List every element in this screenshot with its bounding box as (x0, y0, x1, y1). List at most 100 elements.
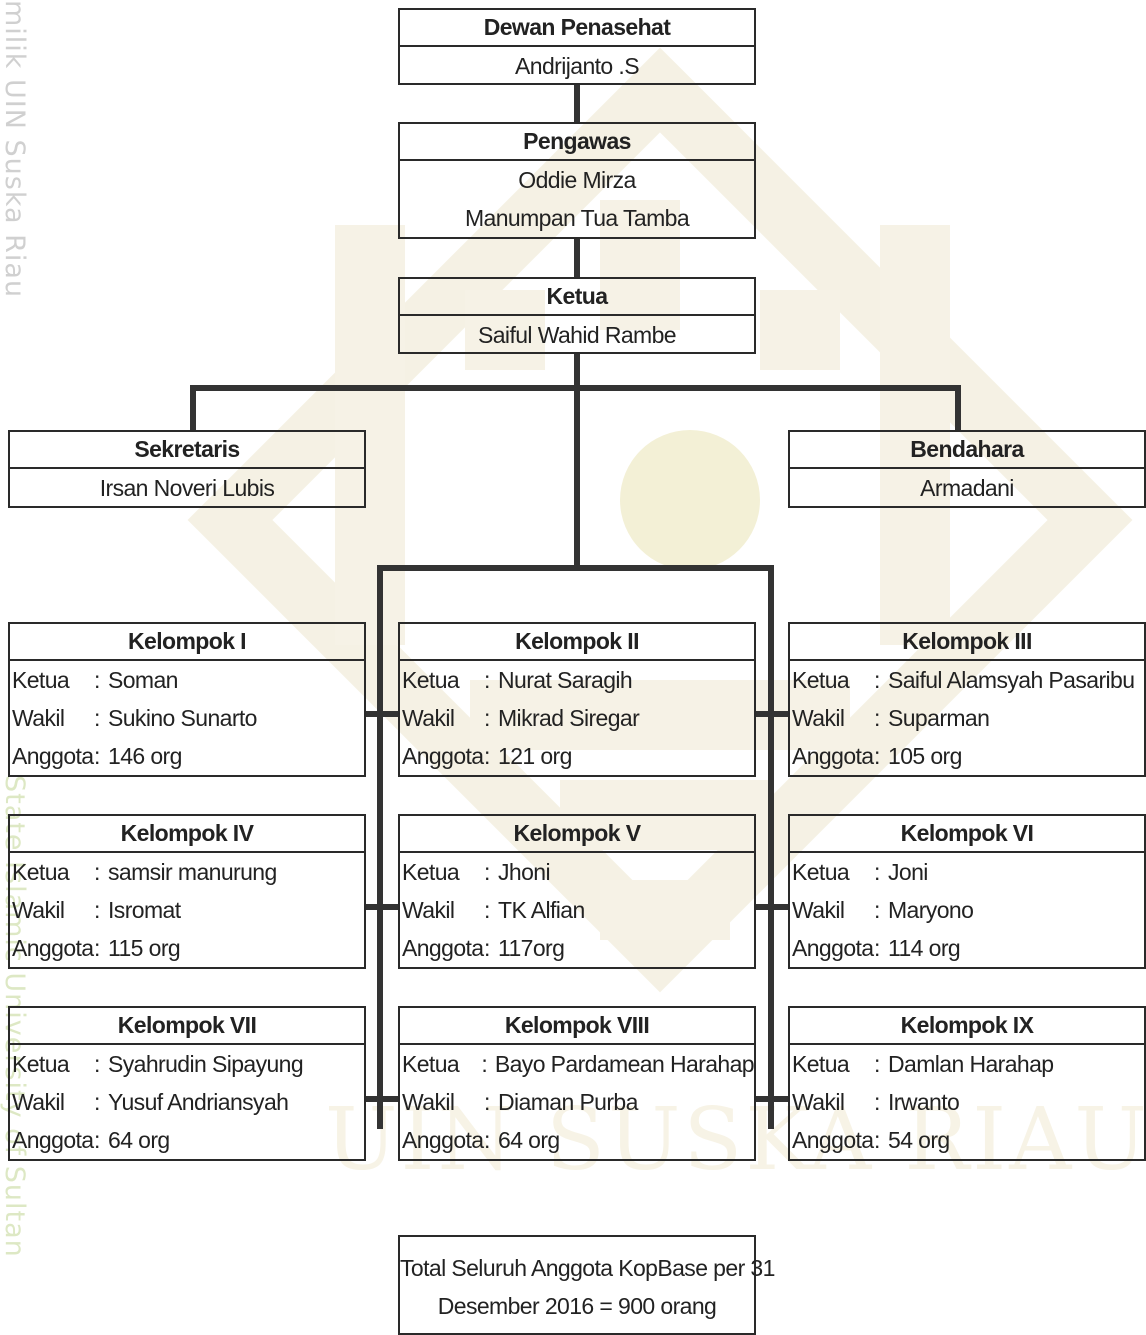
group-colon: : (874, 859, 880, 885)
group-ketua-label: Ketua (402, 1051, 460, 1077)
group-row-ketua: Ketua:Damlan Harahap (790, 1045, 1144, 1083)
group-anggota-label: Anggota (402, 743, 484, 769)
group-colon: : (484, 743, 490, 769)
group-colon: : (94, 705, 100, 731)
group-ketua-label: Ketua (792, 859, 850, 885)
group-anggota-label: Anggota (12, 743, 94, 769)
group-wakil-label: Wakil (402, 897, 455, 923)
group-colon: : (874, 897, 880, 923)
group-ketua-label: Ketua (12, 859, 70, 885)
treasurer-box: Bendahara Armadani (788, 430, 1146, 508)
supervisor-title: Pengawas (400, 124, 754, 161)
group-anggota-value: 64 org (108, 1127, 170, 1153)
group-row-wakil: Wakil: Diaman Purba (400, 1083, 754, 1121)
group-colon: : (94, 859, 100, 885)
group-anggota-value: 105 org (888, 743, 962, 769)
group-wakil-value: Mikrad Siregar (498, 705, 640, 731)
group-title: Kelompok IX (790, 1008, 1144, 1045)
group-title: Kelompok VIII (400, 1008, 754, 1045)
group-row-anggota: Anggota:105 org (790, 737, 1144, 775)
group-colon: : (874, 1127, 880, 1153)
group-anggota-value: 117org (498, 935, 565, 961)
secretary-title: Sekretaris (10, 432, 364, 469)
group-wakil-label: Wakil (402, 705, 455, 731)
group-wakil-label: Wakil (792, 705, 845, 731)
group-ketua-value: Bayo Pardamean Harahap (494, 1051, 755, 1077)
watermark-bottom-text: UIN SUSKA RIAU (325, 1090, 1146, 1190)
group-row-wakil: Wakil: Suparman (790, 699, 1144, 737)
group-ketua-label: Ketua (792, 667, 850, 693)
group-wakil-label: Wakil (792, 1089, 845, 1115)
group-row-anggota: Anggota:115 org (10, 929, 364, 967)
group-row-anggota: Anggota:114 org (790, 929, 1144, 967)
group-row-ketua: Ketua:Nurat Saragih (400, 661, 754, 699)
group-row-ketua: Ketua:samsir manurung (10, 853, 364, 891)
group-wakil-label: Wakil (12, 1089, 65, 1115)
group-row-ketua: Ketua:Jhoni (400, 853, 754, 891)
group-anggota-label: Anggota (792, 1127, 874, 1153)
advisor-box: Dewan Penasehat Andrijanto .S (398, 8, 756, 85)
group-wakil-label: Wakil (402, 1089, 455, 1115)
group-colon: : (484, 897, 490, 923)
group-row-anggota: Anggota:121 org (400, 737, 754, 775)
watermark-side-text-top: milik UIN Suska Riau (0, 0, 30, 299)
advisor-title: Dewan Penasehat (400, 10, 754, 47)
group-row-anggota: Anggota:64 org (10, 1121, 364, 1159)
group-wakil-value: Sukino Sunarto (108, 705, 257, 731)
group-wakil-value: Suparman (888, 705, 990, 731)
group-colon: : (94, 935, 100, 961)
group-colon: : (484, 935, 490, 961)
group-row-ketua: Ketua:Soman (10, 661, 364, 699)
total-members-box: Total Seluruh Anggota KopBase per 31 Des… (398, 1235, 775, 1335)
chair-box: Ketua Saiful Wahid Rambe (398, 277, 756, 354)
group-ketua-value: Soman (108, 667, 178, 693)
group-colon: : (94, 1127, 100, 1153)
group-wakil-value: Irwanto (888, 1089, 960, 1115)
group-title: Kelompok I (10, 624, 364, 661)
group-wakil-label: Wakil (12, 897, 65, 923)
group-colon: : (874, 667, 880, 693)
group-anggota-label: Anggota (402, 1127, 484, 1153)
group-colon: : (874, 935, 880, 961)
group-anggota-value: 121 org (498, 743, 572, 769)
advisor-name: Andrijanto .S (515, 53, 639, 79)
supervisor-name-1: Oddie Mirza (518, 167, 636, 193)
group-title: Kelompok V (400, 816, 754, 853)
group-ketua-label: Ketua (12, 667, 70, 693)
group-anggota-value: 146 org (108, 743, 182, 769)
group-row-wakil: Wakil:Isromat (10, 891, 364, 929)
group-anggota-label: Anggota (12, 1127, 94, 1153)
group-colon: : (874, 1089, 880, 1115)
group-wakil-value: Diaman Purba (498, 1089, 638, 1115)
group-anggota-value: 115 org (108, 935, 181, 961)
group-row-anggota: Anggota:146 org (10, 737, 364, 775)
group-anggota-value: 114 org (888, 935, 961, 961)
group-row-anggota: Anggota:117org (400, 929, 754, 967)
treasurer-title: Bendahara (790, 432, 1144, 469)
group-anggota-label: Anggota (402, 935, 484, 961)
secretary-name: Irsan Noveri Lubis (99, 475, 275, 501)
group-row-ketua: Ketua:Bayo Pardamean Harahap (400, 1045, 755, 1083)
group-ketua-label: Ketua (402, 859, 460, 885)
group-colon: : (874, 705, 880, 731)
group-title: Kelompok II (400, 624, 754, 661)
group-colon: : (94, 743, 100, 769)
group-title: Kelompok VII (10, 1008, 364, 1045)
group-wakil-value: Isromat (108, 897, 181, 923)
group-ketua-value: Saiful Alamsyah Pasaribu (888, 667, 1135, 693)
group-row-wakil: Wakil:Maryono (790, 891, 1144, 929)
group-colon: : (874, 743, 880, 769)
group-colon: : (484, 1089, 490, 1115)
group-anggota-label: Anggota (12, 935, 94, 961)
group-wakil-label: Wakil (792, 897, 845, 923)
group-colon: : (874, 1051, 880, 1077)
group-row-wakil: Wakil: Irwanto (790, 1083, 1144, 1121)
total-line-2: Desember 2016 = 900 orang (437, 1293, 717, 1319)
group-ketua-label: Ketua (402, 667, 460, 693)
group-colon: : (484, 1127, 490, 1153)
